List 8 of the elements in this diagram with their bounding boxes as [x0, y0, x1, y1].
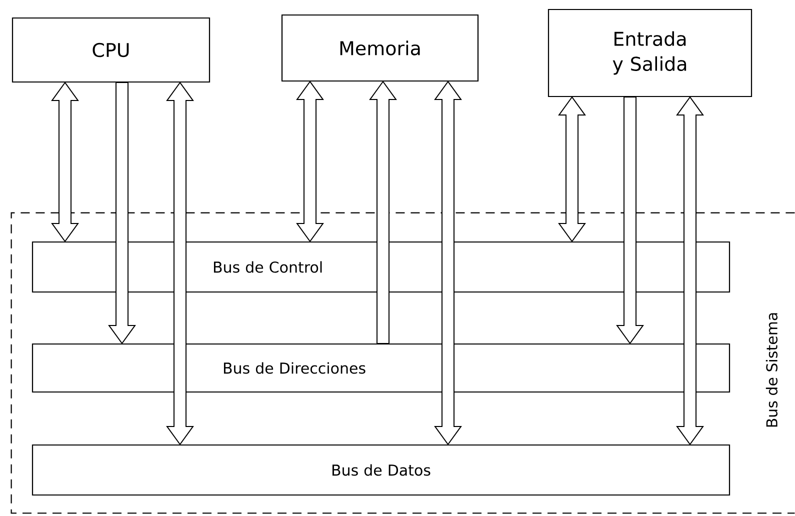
- block-arrow: [616, 96, 644, 344]
- block-arrow: [108, 82, 136, 344]
- component-box: Memoria: [281, 14, 479, 82]
- component-box: CPU: [12, 17, 210, 83]
- block-arrow: [369, 80, 397, 344]
- component-box: Entrada y Salida: [548, 8, 752, 98]
- bus-box: Bus de Direcciones: [32, 343, 730, 393]
- bus-box: Bus de Datos: [32, 444, 730, 496]
